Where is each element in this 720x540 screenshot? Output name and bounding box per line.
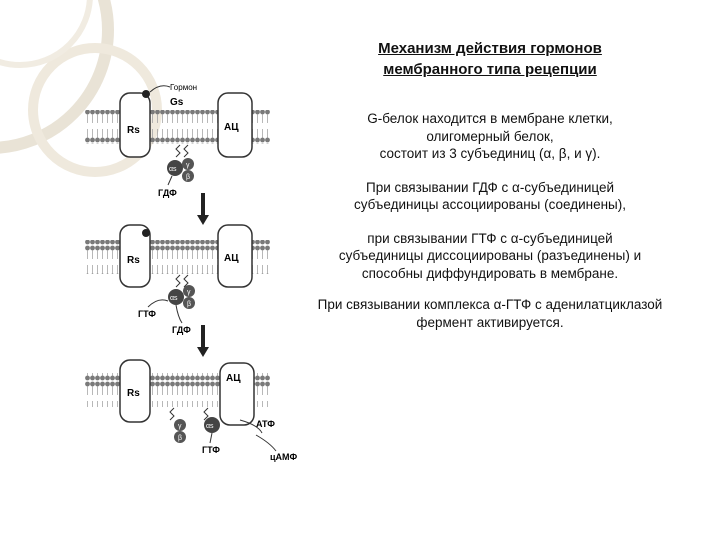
hormone-dot-1 [142, 90, 150, 98]
explanation-text: G-белок находится в мембране клетки, оли… [270, 110, 710, 331]
alpha-label-3: αs [206, 423, 214, 430]
lipid-anchor-3a [169, 407, 175, 421]
alpha-subunit-2 [168, 289, 184, 305]
beta-subunit-2 [183, 297, 195, 309]
beta-label-1: β [186, 174, 190, 181]
gamma-label-1: γ [186, 162, 190, 169]
slide-title: Механизм действия гормонов мембранного т… [290, 38, 690, 80]
receptor-label-1: Rs [127, 125, 140, 136]
adenylyl-cyclase-3 [219, 362, 255, 426]
gtp-in-arrow [147, 299, 169, 308]
decor-ring-small [0, 0, 93, 68]
hormone-dot-2 [142, 229, 150, 237]
ac-label-2: АЦ [224, 253, 239, 264]
gdp-label-1: ГДФ [158, 188, 177, 198]
atp-label: АТФ [256, 419, 275, 429]
hormone-arrow-line [149, 85, 171, 93]
beta-subunit-1 [182, 170, 194, 182]
lipid-anchor-2a [175, 274, 181, 288]
gamma-subunit-3 [174, 419, 186, 431]
receptor-label-2: Rs [127, 255, 140, 266]
gdp-out-arrow [175, 304, 183, 324]
alpha-label-1: αs [169, 166, 177, 173]
ac-label-1: АЦ [224, 122, 239, 133]
stage-2: Rs АЦ αs γ β ГТФ ГДФ [85, 224, 270, 335]
p2-line-1: При связывании ГДФ с α-субъединицей [366, 179, 614, 195]
gs-label: Gs [170, 97, 184, 108]
p1-line-3: состоит из 3 субъединиц (α, β, и γ). [379, 146, 601, 161]
p3-line-1: при связывании ГТФ с α-субъединицей [367, 230, 613, 246]
receptor-3 [119, 359, 151, 423]
lipid-anchor-3b [203, 407, 209, 421]
beta-label-3: β [178, 435, 182, 442]
lipid-anchor-1a [175, 144, 181, 158]
gdp-pointer-1 [167, 175, 173, 186]
gamma-label-2: γ [187, 289, 191, 296]
lipid-anchor-2b [183, 274, 189, 288]
p3-line-3: способны диффундировать в мембране. [361, 265, 619, 281]
alpha-subunit-3 [204, 417, 220, 433]
adenylyl-cyclase-1 [217, 92, 253, 158]
stage-1: Rs АЦ Гормон Gs αs γ β ГДФ [85, 83, 270, 198]
beta-label-2: β [187, 301, 191, 308]
ac-label-3: АЦ [226, 373, 241, 384]
title-line-2: мембранного типа рецепции [383, 61, 597, 78]
stage-3: Rs АЦ γ β αs ГТФ АТФ цАМФ [85, 359, 298, 462]
gamma-subunit-2 [183, 285, 195, 297]
receptor-label-3: Rs [127, 388, 140, 399]
gdp-label-2: ГДФ [172, 325, 191, 335]
stage-arrow-2 [197, 325, 209, 357]
stage-arrow-1 [197, 193, 209, 225]
gamma-subunit-1 [182, 158, 194, 170]
p2-line-2: субъединицы ассоциированы (соединены), [353, 197, 627, 212]
receptor-2 [119, 224, 151, 288]
lipid-anchor-1b [183, 144, 189, 158]
hormone-label: Гормон [170, 83, 197, 92]
gamma-label-3: γ [178, 423, 182, 430]
alpha-subunit-1 [167, 160, 183, 176]
atp-arrow [239, 419, 263, 434]
gtp-pointer-3 [209, 432, 213, 444]
g-protein-mechanism-diagram: Rs АЦ Гормон Gs αs γ β ГДФ Rs АЦ αs γ β [85, 83, 298, 462]
p4-line-1: При связывании комплекса α-ГТФ с аденила… [317, 297, 663, 312]
gtp-label-2: ГТФ [138, 309, 156, 319]
beta-subunit-3 [174, 431, 186, 443]
alpha-label-2: αs [170, 295, 178, 302]
decor-ring-outer [0, 0, 114, 154]
camp-label: цАМФ [270, 452, 298, 462]
gtp-label-3: ГТФ [202, 445, 220, 455]
camp-arrow [255, 434, 277, 452]
p3-line-2: субъединицы диссоциированы (разъединены)… [338, 248, 642, 263]
p1-line-1: G-белок находится в мембране клетки, [367, 111, 613, 126]
title-line-1: Механизм действия гормонов [378, 40, 602, 57]
receptor-1 [119, 92, 151, 158]
p4-line-2: фермент активируется. [416, 314, 564, 330]
p1-line-2: олигомерный белок, [426, 128, 554, 144]
adenylyl-cyclase-2 [217, 224, 253, 288]
